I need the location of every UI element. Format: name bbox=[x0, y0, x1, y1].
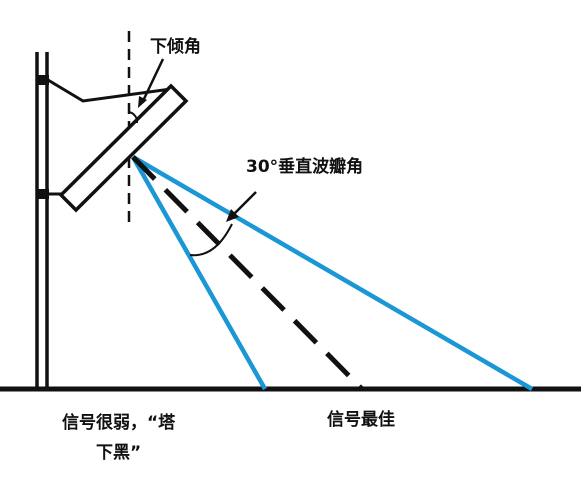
mount-bracket-bottom bbox=[36, 189, 49, 199]
best-signal-label: 信号最佳 bbox=[327, 410, 395, 430]
weak-signal-label-line2: 下黑” bbox=[96, 443, 142, 463]
downtilt-pointer-arrowhead bbox=[138, 96, 147, 108]
downtilt-pointer-line bbox=[141, 58, 165, 102]
vertical-beamwidth-label: 30°垂直波瓣角 bbox=[246, 157, 364, 177]
beamwidth-angle-arc bbox=[189, 223, 233, 257]
antenna-panel bbox=[58, 83, 189, 213]
downtilt-angle-arc bbox=[128, 111, 139, 124]
weak-signal-label-line1: 信号很弱，“塔 bbox=[62, 413, 176, 433]
beamwidth-pointer-line bbox=[231, 191, 257, 217]
downtilt-label: 下倾角 bbox=[150, 37, 201, 57]
mount-bracket-top bbox=[36, 75, 49, 85]
beamwidth-pointer-arrowhead bbox=[226, 209, 239, 222]
tilt-arm-upper bbox=[47, 78, 172, 103]
beam-center-dashed bbox=[131, 155, 364, 391]
beam-edge-upper bbox=[131, 155, 534, 391]
weak-signal-label: 信号很弱，“塔 下黑” bbox=[62, 408, 175, 468]
beam-edge-lower bbox=[131, 155, 267, 391]
